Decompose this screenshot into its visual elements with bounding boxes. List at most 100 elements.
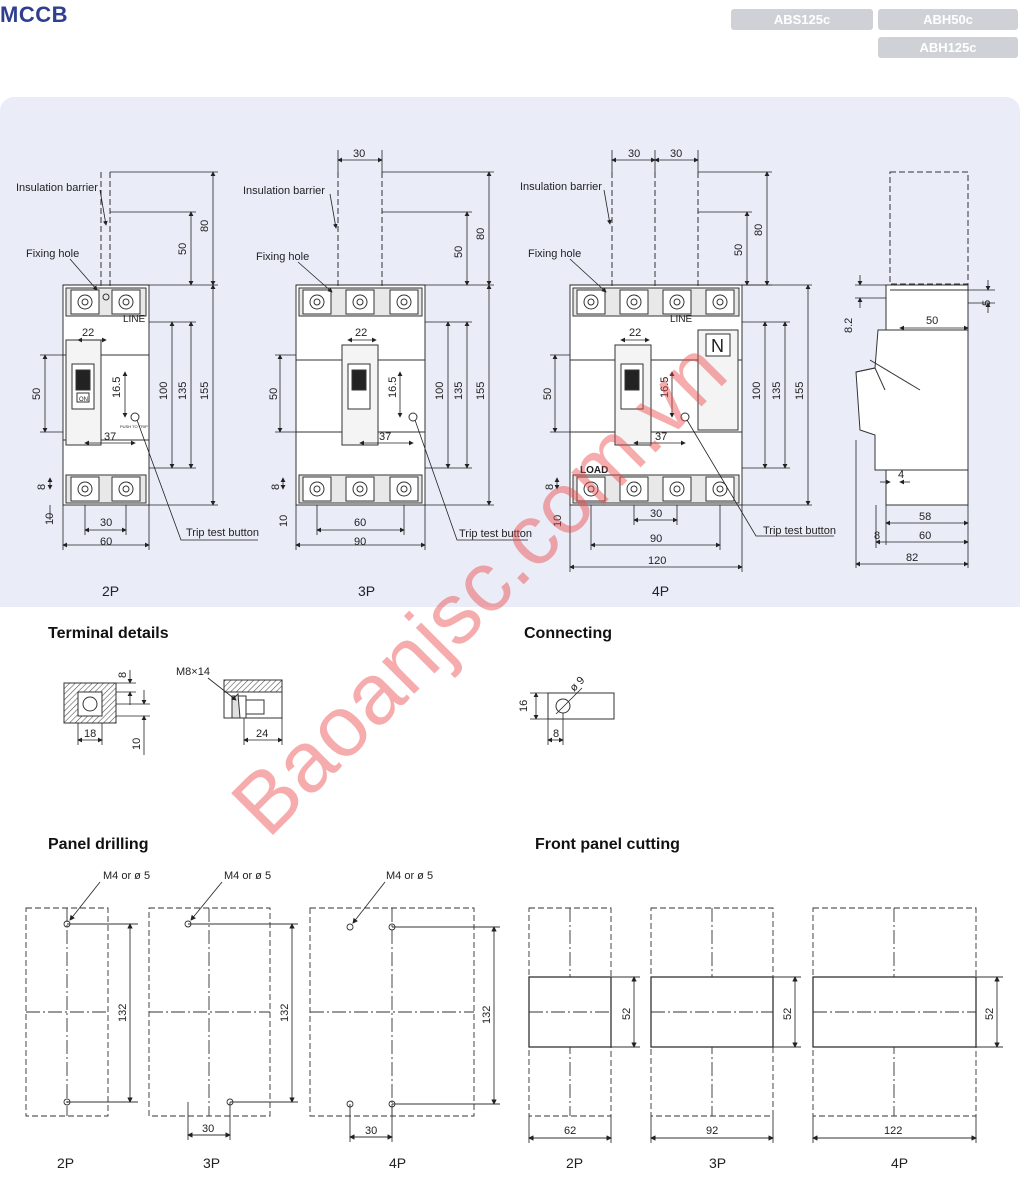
dim-side-w82: 82: [906, 552, 918, 564]
fixing-hole-label-4p: Fixing hole: [528, 248, 581, 260]
dim-side-w60: 60: [919, 530, 931, 542]
caption-3p: 3P: [358, 583, 375, 599]
dim-3p-h155: 155: [475, 382, 487, 400]
caption-2p: 2P: [102, 583, 119, 599]
insulation-barrier-2p: [100, 172, 111, 286]
terminal-detail-side: [223, 679, 283, 719]
drill-caption-4p: 4P: [389, 1155, 406, 1171]
dimension-lines-2p: [40, 171, 258, 550]
terminal-side-dims: [207, 677, 283, 745]
model-badge-abs125c: ABS125c: [731, 9, 873, 30]
dim-2p-h8: 8: [36, 484, 48, 490]
cut-caption-3p: 3P: [709, 1155, 726, 1171]
cut-3p-w92: 92: [706, 1125, 718, 1137]
dim-4p-top80: 80: [753, 224, 765, 236]
breaker-3p-front-view: [295, 284, 426, 506]
dim-connecting-d9: ø 9: [568, 674, 588, 694]
dim-side-w8: 8: [874, 530, 880, 542]
dim-3p-top80: 80: [475, 228, 487, 240]
dim-connecting-h16: 16: [518, 700, 530, 712]
dim-4p-w120: 120: [648, 555, 666, 567]
panel-drilling-2p: [25, 881, 138, 1117]
panel-drilling-3p: [148, 881, 298, 1140]
dim-4p-h50: 50: [542, 388, 554, 400]
panel-cutting-3p: [650, 907, 801, 1143]
dim-4p-h10: 10: [552, 515, 564, 527]
dim-2p-top80: 80: [199, 220, 211, 232]
cut-4p-w122: 122: [884, 1125, 902, 1137]
panel-cutting-4p: [812, 907, 1003, 1143]
dimension-lines-4p: [550, 150, 834, 572]
dim-2p-w22: 22: [82, 327, 94, 339]
drill-3p-w30: 30: [202, 1123, 214, 1135]
dim-2p-top50: 50: [177, 243, 189, 255]
trip-test-button-label-4p: Trip test button: [763, 525, 836, 537]
insulation-barrier-label-3p: Insulation barrier: [243, 185, 325, 197]
insulation-barrier-label-2p: Insulation barrier: [16, 182, 98, 194]
dim-4p-top30b: 30: [670, 148, 682, 160]
dim-3p-h165: 16.5: [387, 377, 399, 398]
page-title: MCCB: [0, 2, 68, 27]
caption-4p: 4P: [652, 583, 669, 599]
dim-4p-h165: 16.5: [659, 377, 671, 398]
dim-3p-w90: 90: [354, 536, 366, 548]
dim-4p-h100: 100: [751, 382, 763, 400]
dim-4p-h8: 8: [544, 484, 556, 490]
dim-side-h5: 5: [981, 300, 993, 306]
insulation-barrier-label-4p: Insulation barrier: [520, 181, 602, 193]
dim-2p-h50: 50: [31, 388, 43, 400]
dim-3p-h135: 135: [453, 382, 465, 400]
breaker-2p-front-view: [62, 284, 150, 506]
drill-caption-2p: 2P: [57, 1155, 74, 1171]
terminal-detail-dims: [77, 670, 150, 755]
dim-side-w4: 4: [898, 469, 904, 481]
dim-3p-w37: 37: [379, 431, 391, 443]
dim-3p-h10: 10: [278, 515, 290, 527]
cut-2p-w62: 62: [564, 1125, 576, 1137]
drill-2p-m4: M4 or ø 5: [103, 870, 150, 882]
drill-caption-3p: 3P: [203, 1155, 220, 1171]
load-marking-4p: LOAD: [580, 465, 608, 476]
breaker-side-view: [855, 171, 969, 506]
connecting-dims: [530, 687, 583, 745]
section-title-connecting: Connecting: [524, 625, 612, 642]
dim-3p-h8: 8: [270, 484, 282, 490]
model-badge-abh125c: ABH125c: [878, 37, 1018, 58]
section-title-panel-drilling: Panel drilling: [48, 836, 148, 853]
dimension-lines-side: [855, 275, 995, 568]
dim-2p-h10: 10: [44, 513, 56, 525]
dim-terminal-m8: M8×14: [176, 666, 210, 678]
section-title-terminal-details: Terminal details: [48, 625, 169, 642]
cut-caption-4p: 4P: [891, 1155, 908, 1171]
dim-4p-top50: 50: [733, 244, 745, 256]
cut-4p-h52: 52: [984, 1008, 996, 1020]
dim-4p-w90: 90: [650, 533, 662, 545]
insulation-barrier-3p: [337, 172, 383, 286]
drill-3p-m4: M4 or ø 5: [224, 870, 271, 882]
dim-3p-top50: 50: [453, 246, 465, 258]
dim-4p-w30: 30: [650, 508, 662, 520]
model-badge-abh50c: ABH50c: [878, 9, 1018, 30]
drill-4p-h132: 132: [481, 1006, 493, 1024]
dim-3p-h50: 50: [268, 388, 280, 400]
dim-side-h82: 8.2: [843, 318, 855, 333]
section-title-front-panel-cutting: Front panel cutting: [535, 836, 680, 853]
trip-test-button-label-3p: Trip test button: [459, 528, 532, 540]
insulation-barrier-4p: [611, 172, 699, 286]
drill-3p-h132: 132: [279, 1004, 291, 1022]
drill-4p-w30: 30: [365, 1125, 377, 1137]
dim-2p-h135: 135: [177, 382, 189, 400]
dim-terminal-h10: 10: [131, 738, 143, 750]
connecting-bar-detail: [547, 692, 615, 720]
push-to-trip-2p: PUSH TO TRIP: [120, 424, 148, 429]
cut-caption-2p: 2P: [566, 1155, 583, 1171]
panel-drilling-4p: [309, 881, 500, 1142]
drill-2p-h132: 132: [117, 1004, 129, 1022]
dim-4p-w37: 37: [655, 431, 667, 443]
dim-terminal-h8: 8: [117, 672, 129, 678]
dimension-lines-3p: [275, 150, 528, 550]
trip-test-button-label-2p: Trip test button: [186, 527, 259, 539]
breaker-4p-front-view: [569, 284, 743, 506]
dim-connecting-w8: 8: [553, 728, 559, 740]
panel-cutting-2p: [528, 907, 640, 1143]
